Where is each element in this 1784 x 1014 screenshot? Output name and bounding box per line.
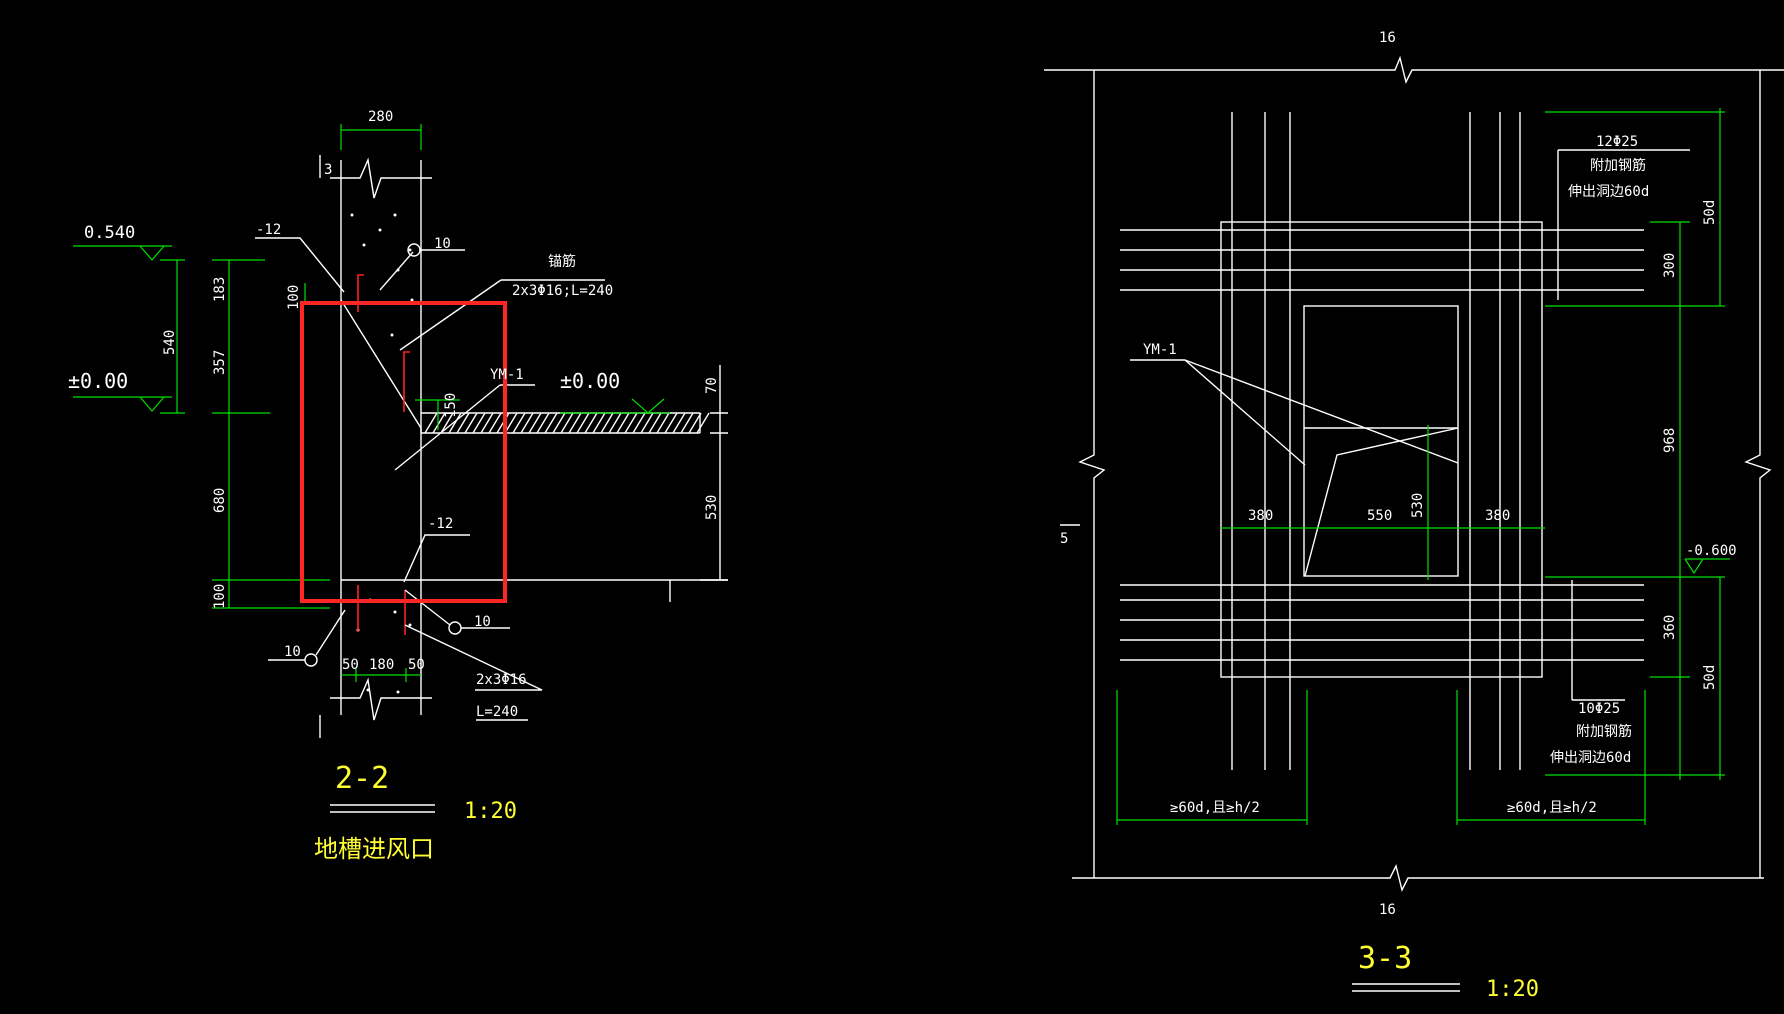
detail-2-2: 280 3 0.540 -12 100 183 540 357 ±0.00 ±0… [68, 109, 728, 863]
ym-leaders [1130, 359, 1459, 577]
width-380-left: 380 [1248, 508, 1273, 524]
ym-1-label: YM-1 [490, 367, 524, 383]
dim-530: 530 [704, 495, 720, 520]
bottom-note-1: 附加钢筋 [1576, 723, 1632, 740]
bars-bottom-label: 2x3Φ16 [476, 672, 527, 688]
dim-150: 150 [443, 393, 459, 418]
top-note-2: 伸出洞边60d [1568, 184, 1649, 200]
bottom-bars-label: 10Φ25 [1578, 701, 1620, 717]
weld-10-right: 10 [474, 614, 491, 630]
height-530: 530 [1410, 493, 1426, 518]
minus12-top: -12 [256, 222, 281, 238]
dim-50d-top: 50d [1702, 200, 1718, 225]
dim-360: 360 [1662, 615, 1678, 640]
frame-outline [1044, 55, 1784, 893]
width-550: 550 [1367, 508, 1392, 524]
grid-5: 5 [1060, 531, 1068, 547]
concrete-dots [350, 213, 414, 694]
dim-top-width: 280 [368, 109, 393, 125]
top-bars-label: 12Φ25 [1596, 134, 1638, 150]
dim-183: 183 [212, 277, 228, 302]
wall-outline [319, 155, 728, 738]
dim-bottom-50b: 50 [408, 657, 425, 673]
detail-title-3-3: 3-3 [1358, 941, 1412, 976]
elev-top: 0.540 [84, 223, 135, 243]
detail-3-3: 16 16 5 12Φ25 附加钢筋 伸出洞边60d 50d 300 968 -… [1044, 30, 1784, 1002]
dim-680: 680 [212, 488, 228, 513]
elev-minus-0600: -0.600 [1686, 543, 1737, 559]
anchor-rebars [357, 274, 410, 635]
dim-968: 968 [1662, 428, 1678, 453]
anchor-right-label: ≥60d,且≥h/2 [1507, 800, 1597, 816]
dim-540: 540 [162, 330, 178, 355]
opening [1220, 221, 1543, 678]
anchor-left-label: ≥60d,且≥h/2 [1170, 800, 1260, 816]
weld-10-left: 10 [284, 644, 301, 660]
reinforcement-grid[interactable] [1120, 112, 1644, 770]
dimension-lines [73, 124, 670, 682]
dim-300: 300 [1662, 253, 1678, 278]
detail-scale-2-2: 1:20 [464, 799, 517, 824]
anchor-bar-label: 锚筋 [548, 253, 576, 270]
dim-357: 357 [212, 350, 228, 375]
dim-bottom-180: 180 [369, 657, 394, 673]
dim-50d-bottom: 50d [1702, 665, 1718, 690]
note-leaders [1557, 149, 1690, 701]
grid-16-top: 16 [1379, 30, 1396, 46]
dim-70: 70 [704, 377, 720, 394]
elev-zero-left: ±0.00 [68, 369, 128, 393]
selection-box[interactable] [300, 301, 507, 603]
slab-hatch [424, 412, 710, 434]
cut-mark-top: 3 [324, 162, 332, 178]
slab-dims [700, 365, 728, 581]
top-note-1: 附加钢筋 [1590, 157, 1646, 174]
weld-10-top: 10 [434, 236, 451, 252]
bars-top-label: 2x3Φ16;L=240 [512, 283, 613, 299]
detail-title-2-2: 2-2 [335, 761, 389, 796]
grid-16-bottom: 16 [1379, 902, 1396, 918]
dim-100-bottom: 100 [212, 584, 228, 609]
detail-scale-3-3: 1:20 [1486, 977, 1539, 1002]
width-380-right: 380 [1485, 508, 1510, 524]
minus12-bottom: -12 [428, 516, 453, 532]
bars-bottom-length: L=240 [476, 704, 518, 720]
leaders [255, 237, 605, 691]
ym-1-label-3-3: YM-1 [1143, 342, 1177, 358]
detail-caption: 地槽进风口 [314, 835, 434, 863]
dimension-lines-3-3 [1116, 108, 1730, 825]
dim-bottom-50a: 50 [342, 657, 359, 673]
elev-zero-right: ±0.00 [560, 369, 620, 393]
bottom-note-2: 伸出洞边60d [1550, 750, 1631, 766]
dim-100-left: 100 [286, 285, 302, 310]
